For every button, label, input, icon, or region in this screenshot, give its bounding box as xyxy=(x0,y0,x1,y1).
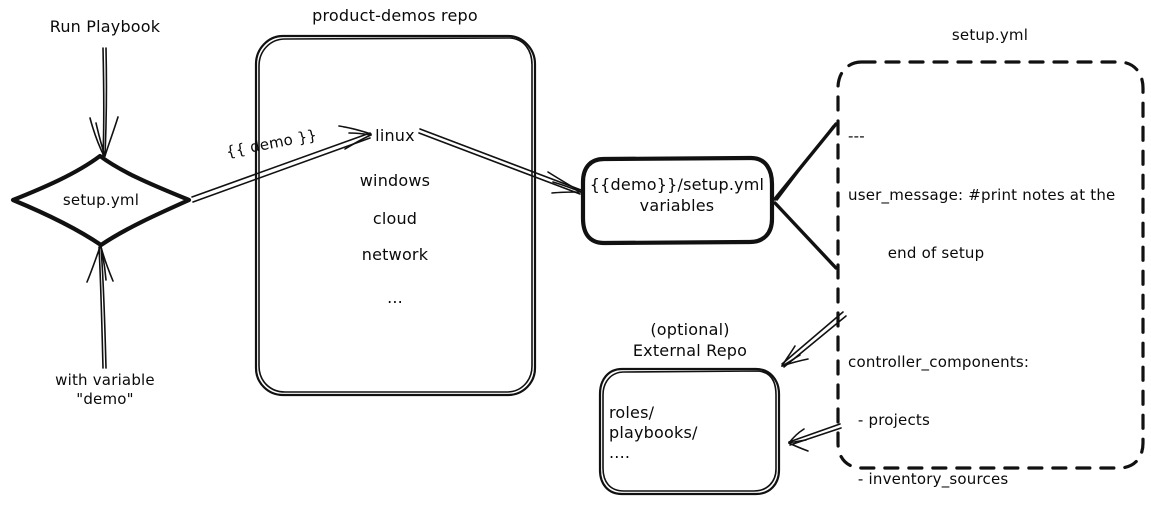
arrow-setup-to-vars xyxy=(773,122,838,270)
setup-yml-line-1: user_message: #print notes at the xyxy=(848,185,1116,204)
setup-yml-line-0: --- xyxy=(848,127,865,145)
setup-yml-line-6: - inventory_sources xyxy=(848,469,1009,488)
repo-folder-linux: linux xyxy=(375,126,415,145)
setup-yml-diamond-label: setup.yml xyxy=(62,191,140,209)
arrow-projects-to-external-repo xyxy=(781,311,847,368)
setup-yml-line-5: - projects xyxy=(848,411,930,429)
setup-yml-line-3 xyxy=(848,303,1140,314)
run-playbook-label: Run Playbook xyxy=(49,17,161,36)
repo-folder-ellipsis: ... xyxy=(387,288,403,307)
vars-box-line2: variables xyxy=(639,196,715,215)
external-repo-title-line2: External Repo xyxy=(632,341,748,360)
product-demos-repo-title: product-demos repo xyxy=(312,6,478,25)
repo-folder-cloud: cloud xyxy=(372,209,418,228)
arrow-run-playbook xyxy=(89,47,119,157)
repo-folder-windows: windows xyxy=(359,171,431,190)
arrow-job-templates-to-external-repo xyxy=(788,423,842,452)
repo-folder-network: network xyxy=(361,245,429,264)
setup-yml-code-block: --- user_message: #print notes at the en… xyxy=(848,88,1140,505)
external-repo-title-line1: (optional) xyxy=(650,320,730,339)
setup-yml-line-2: end of setup xyxy=(848,244,985,262)
external-repo-item-ellipsis: .... xyxy=(609,443,631,462)
external-repo-item-roles: roles/ xyxy=(609,403,655,422)
demo-variable-edge-label: {{ demo }} xyxy=(224,125,319,162)
setup-yml-line-4: controller_components: xyxy=(848,352,1030,371)
vars-box-line1: {{demo}}/setup.yml xyxy=(589,175,765,194)
setup-yml-box-title: setup.yml xyxy=(951,26,1029,44)
external-repo-item-playbooks: playbooks/ xyxy=(609,423,698,442)
arrow-with-variable xyxy=(86,246,114,369)
with-variable-label-line2: "demo" xyxy=(76,390,134,408)
with-variable-label-line1: with variable xyxy=(55,371,155,389)
